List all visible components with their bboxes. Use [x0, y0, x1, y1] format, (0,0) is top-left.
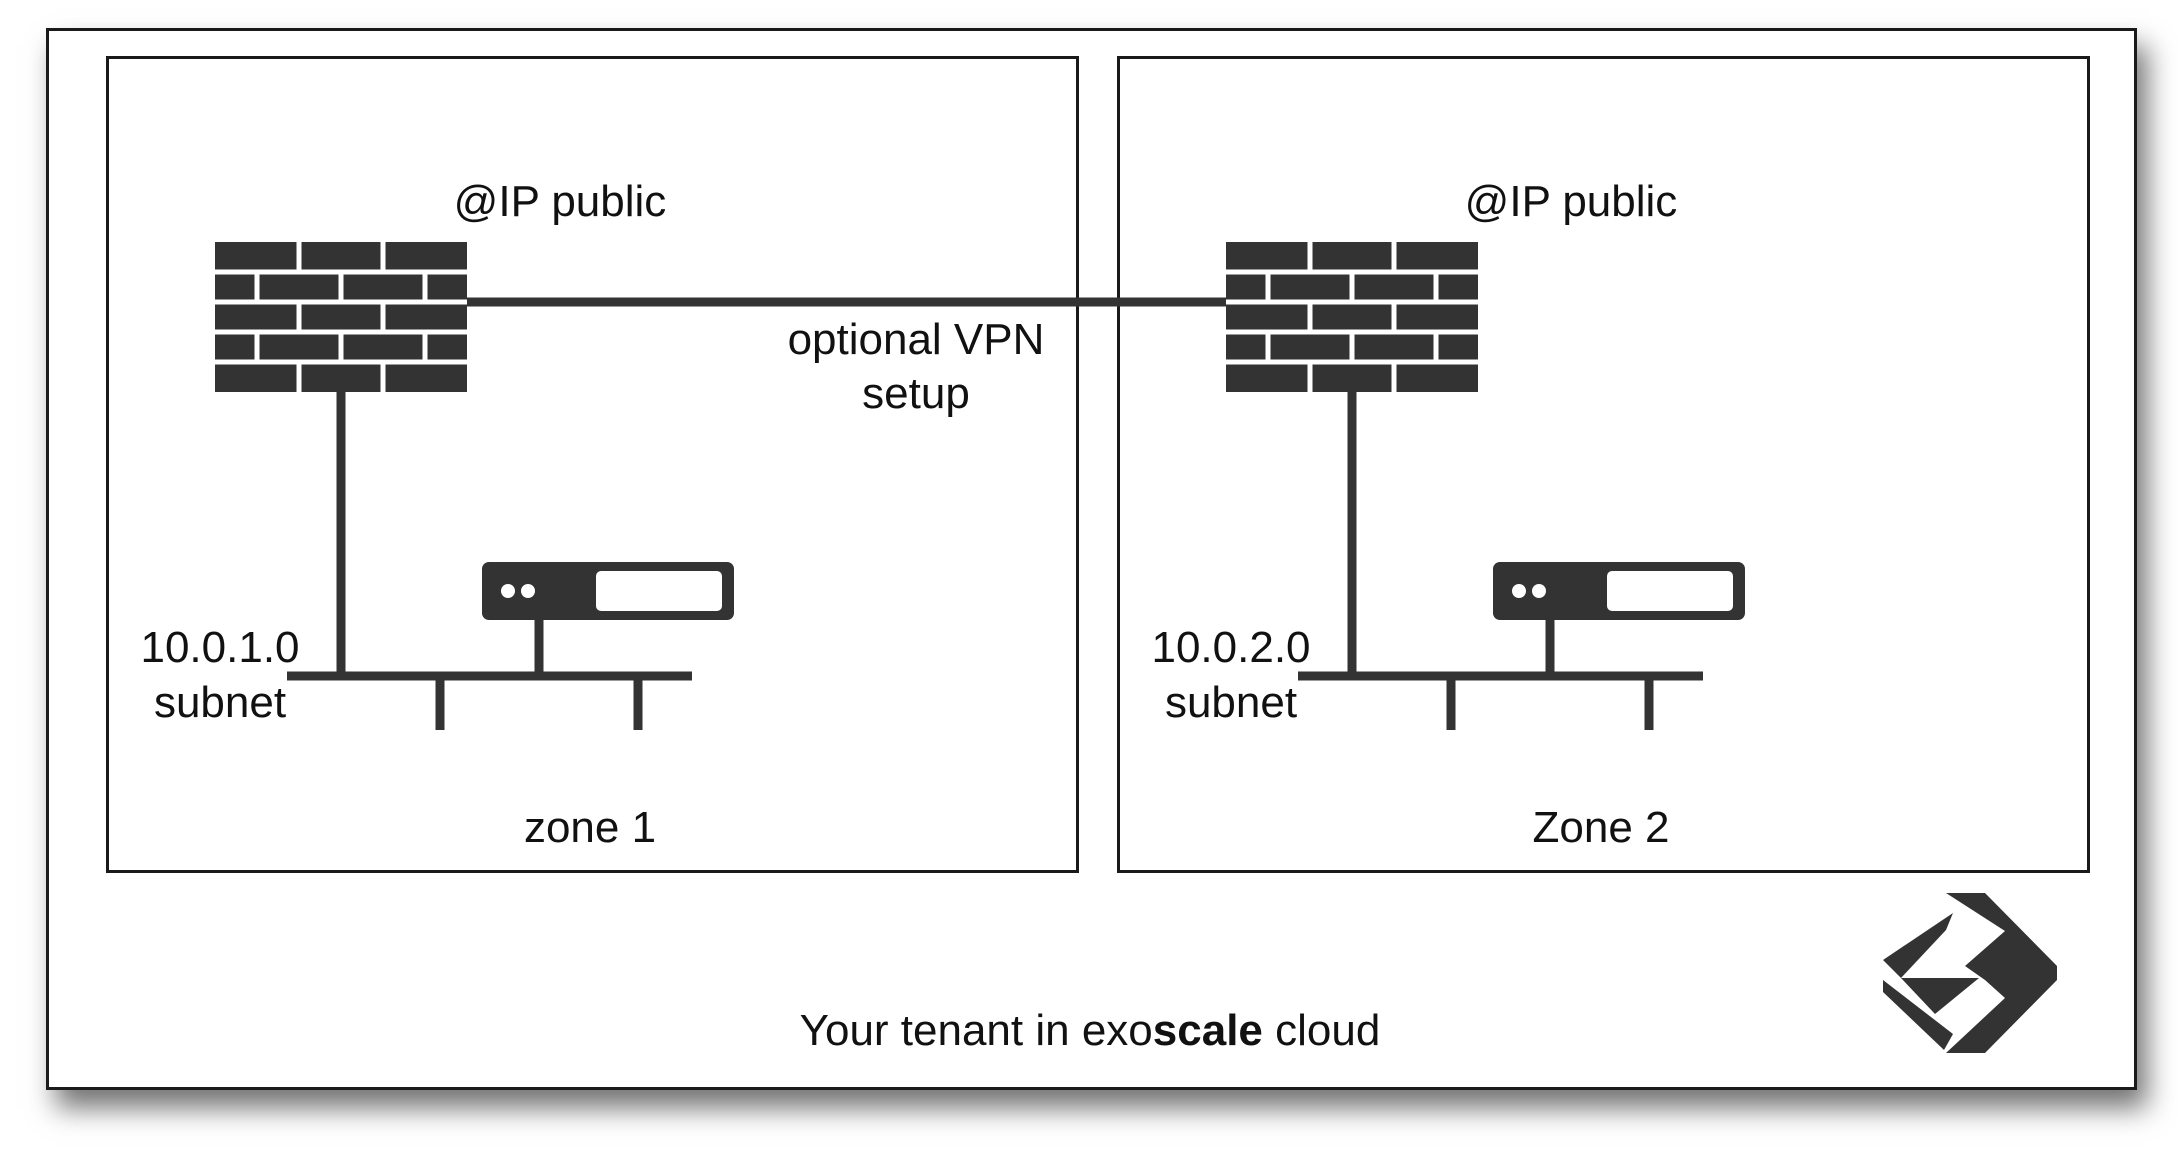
- zone-2-subnet-word: subnet: [1164, 678, 1298, 727]
- zone-1-subnet-ip: 10.0.1.0: [140, 623, 300, 672]
- vpn-label-line1: optional VPN: [787, 315, 1045, 364]
- caption-brand-bold: scale: [1152, 1006, 1263, 1055]
- server-icon: [482, 562, 734, 620]
- vpn-label-line2: setup: [862, 369, 970, 418]
- exoscale-logo-icon: [1883, 893, 2057, 1053]
- zone-1-network: [287, 392, 692, 730]
- zone-1-subnet-word: subnet: [153, 678, 287, 727]
- zone-2-box: [1117, 56, 2090, 873]
- zone-2-network: [1298, 392, 1703, 730]
- tenant-caption: Your tenant in exoscale cloud: [700, 1006, 1480, 1056]
- server-icon: [1493, 562, 1745, 620]
- zone-2-ip-label: @IP public: [1464, 177, 1678, 226]
- zone-1-ip-label: @IP public: [453, 177, 667, 226]
- firewall-icon: [1226, 242, 1478, 392]
- caption-suffix: cloud: [1262, 1006, 1381, 1055]
- zone-1-name: zone 1: [523, 803, 657, 852]
- zone-2-subnet-ip: 10.0.2.0: [1151, 623, 1311, 672]
- zone-1-box: [106, 56, 1079, 873]
- firewall-icon: [215, 242, 467, 392]
- caption-prefix: Your tenant in exo: [799, 1006, 1153, 1055]
- zone-2-name: Zone 2: [1532, 803, 1670, 852]
